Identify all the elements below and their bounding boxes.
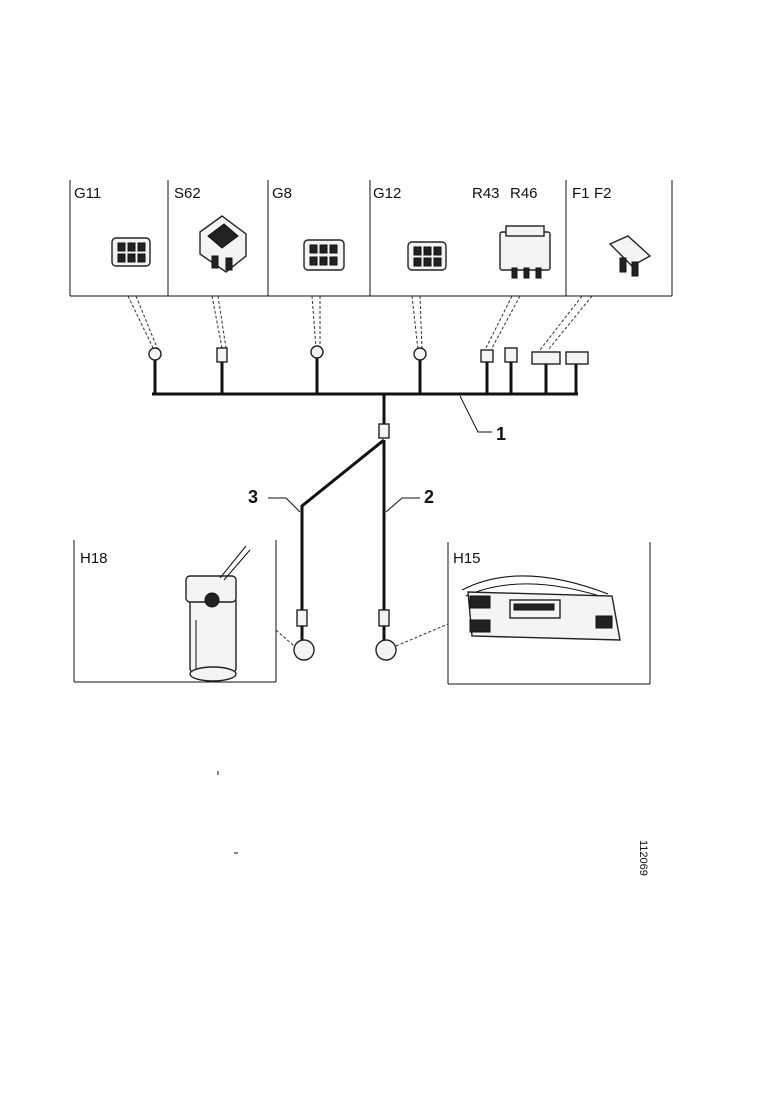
module-h15-icon — [461, 575, 621, 641]
plug-h18 — [293, 639, 315, 661]
callout-1: 1 — [496, 424, 506, 444]
callout-1-leader — [459, 395, 492, 433]
callout-2: 2 — [424, 487, 434, 507]
connector-g8-icon — [303, 239, 345, 271]
callout-3: 3 — [248, 487, 258, 507]
connector-end-f2 — [565, 351, 589, 365]
fuse-f1-f2-icon — [608, 235, 652, 277]
label-f2: F2 — [594, 185, 612, 202]
harness-branches — [293, 438, 397, 661]
label-g11: G11 — [74, 185, 101, 202]
h18-panel — [73, 540, 277, 683]
label-r46: R46 — [510, 185, 538, 202]
plug-h15 — [375, 639, 397, 661]
h18-leader — [275, 629, 295, 647]
relay-r43-r46-icon — [499, 225, 551, 279]
h15-leader — [395, 623, 449, 647]
leader-lines — [127, 295, 593, 351]
connector-end-f1 — [531, 351, 561, 365]
connector-end-g11 — [148, 347, 162, 361]
harness-connectors — [148, 345, 589, 439]
label-g8: G8 — [272, 185, 292, 202]
connector-g12-icon — [407, 241, 447, 271]
harness-splice-connector — [378, 423, 390, 439]
switch-s62-icon — [199, 215, 247, 273]
label-h18: H18 — [80, 550, 108, 567]
callout-2-leader — [385, 497, 420, 513]
top-component-panel — [69, 180, 673, 297]
connector-end-g12 — [413, 347, 427, 361]
connector-g11-icon — [111, 237, 151, 267]
connector-end-g8 — [310, 345, 324, 359]
label-r43: R43 — [472, 185, 500, 202]
horn-h18-icon — [185, 545, 251, 682]
harness-main — [152, 358, 578, 432]
figure-reference: 112069 — [637, 840, 649, 876]
label-s62: S62 — [174, 185, 201, 202]
callout-3-leader — [268, 497, 301, 513]
label-h15: H15 — [453, 550, 481, 567]
connector-end-s62 — [216, 347, 228, 363]
connector-end-r46 — [504, 347, 518, 363]
h15-panel — [447, 542, 651, 685]
label-f1: F1 — [572, 185, 590, 202]
connector-end-r43 — [480, 349, 494, 363]
label-g12: G12 — [373, 185, 401, 202]
